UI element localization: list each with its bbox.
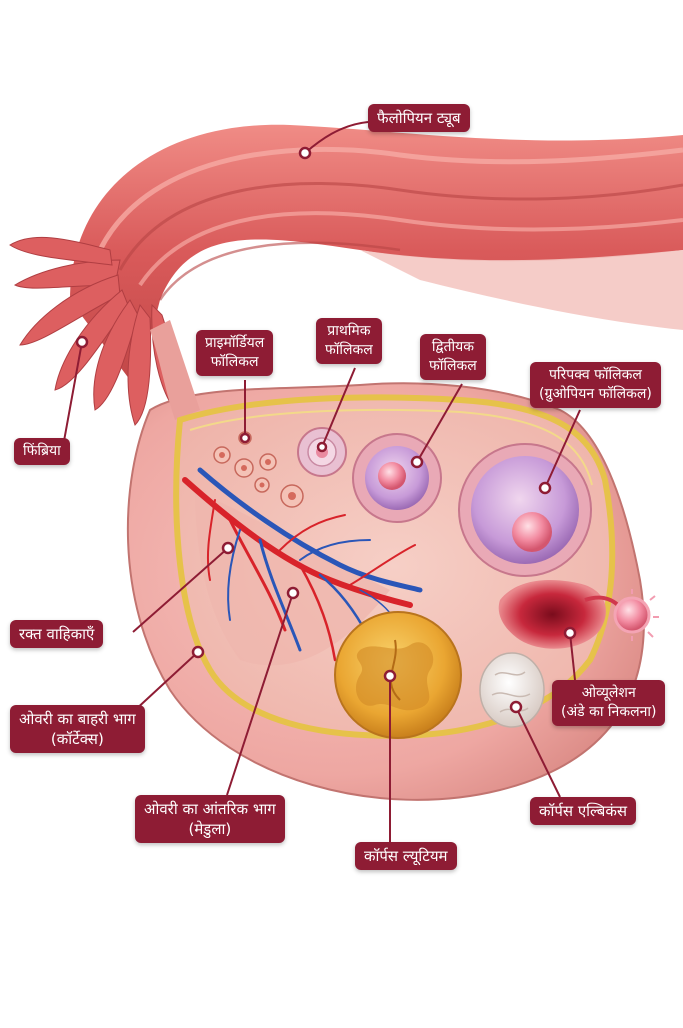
label-mature-line2: (ग्रुओपियन फॉलिकल) [539, 386, 652, 402]
label-medulla-line2: (मेडुला) [188, 820, 232, 838]
label-medulla: ओवरी का आंतरिक भाग (मेडुला) [135, 795, 285, 843]
label-blood-vessels-text: रक्त वाहिकाएँ [19, 625, 95, 643]
ovulation-shape [498, 580, 659, 649]
label-corpus-luteum: कॉर्पस ल्यूटियम [355, 842, 457, 870]
label-blood-vessels: रक्त वाहिकाएँ [10, 620, 104, 648]
label-primordial-follicle: प्राइमॉर्डियल फॉलिकल [196, 330, 274, 376]
label-secondary-line2: फॉलिकल [429, 358, 477, 374]
label-primordial-line2: फॉलिकल [210, 354, 259, 370]
label-fallopian-tube-text: फैलोपियन ट्यूब [377, 109, 461, 127]
corpus-luteum-shape [334, 611, 462, 739]
label-corpus-albicans: कॉर्पस एल्बिकंस [530, 797, 637, 825]
label-medulla-line1: ओवरी का आंतरिक भाग [144, 800, 276, 818]
label-ovulation-line1: ओव्यूलेशन [581, 685, 636, 701]
label-primary-line2: फॉलिकल [325, 342, 373, 358]
label-primordial-line1: प्राइमॉर्डियल [205, 335, 265, 351]
corpus-albicans-shape [479, 652, 545, 728]
label-fimbria: फिंब्रिया [14, 438, 70, 465]
label-cortex-line1: ओवरी का बाहरी भाग [19, 710, 136, 728]
label-cortex: ओवरी का बाहरी भाग (कॉर्टेक्स) [10, 705, 145, 753]
label-secondary-line1: द्वितीयक [431, 339, 474, 355]
label-mature-line1: परिपक्व फॉलिकल [548, 367, 642, 383]
label-corpus-luteum-text: कॉर्पस ल्यूटियम [364, 847, 448, 865]
label-fallopian-tube: फैलोपियन ट्यूब [368, 104, 470, 132]
label-cortex-line2: (कॉर्टेक्स) [50, 730, 104, 748]
secondary-follicle-shape [352, 433, 442, 523]
label-primary-line1: प्राथमिक [327, 323, 371, 339]
label-corpus-albicans-text: कॉर्पस एल्बिकंस [539, 802, 628, 820]
label-ovulation: ओव्यूलेशन (अंडे का निकलना) [552, 680, 666, 726]
mature-follicle-shape [458, 443, 592, 577]
label-fimbria-text: फिंब्रिया [23, 443, 61, 459]
label-mature-follicle: परिपक्व फॉलिकल (ग्रुओपियन फॉलिकल) [530, 362, 661, 408]
leader-dots [75, 146, 577, 714]
label-primary-follicle: प्राथमिक फॉलिकल [316, 318, 382, 364]
leader-lines [61, 121, 581, 848]
label-secondary-follicle: द्वितीयक फॉलिकल [420, 334, 486, 380]
blood-vessels-shape [182, 467, 423, 662]
label-ovulation-line2: (अंडे का निकलना) [561, 704, 657, 720]
